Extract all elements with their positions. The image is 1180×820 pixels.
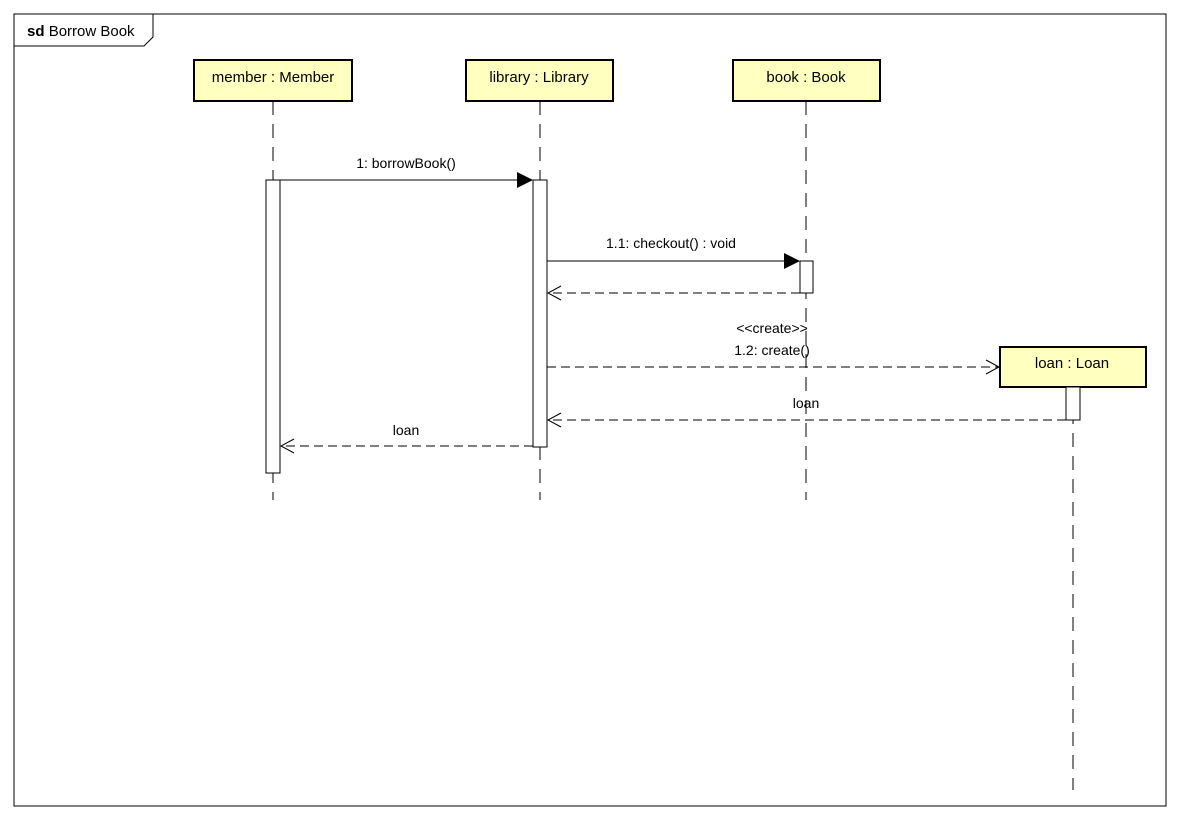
message-checkout[interactable]: 1.1: checkout() : void <box>547 235 800 269</box>
message-create-label: 1.2: create() <box>734 342 809 358</box>
frame-title: sd Borrow Book <box>27 23 135 40</box>
frame-title-tab <box>14 14 154 47</box>
lifeline-loan[interactable]: loan : Loan <box>999 346 1147 790</box>
message-checkout-reply[interactable] <box>546 285 800 301</box>
message-checkout-label: 1.1: checkout() : void <box>606 235 736 251</box>
message-create-reply-label: loan <box>793 395 819 411</box>
lifeline-loan-label: loan : Loan <box>1035 355 1109 372</box>
open-arrow-head-icon <box>546 412 562 428</box>
message-create-stereotype: <<create>> <box>736 320 808 336</box>
frame-border <box>13 13 1167 807</box>
lifeline-book[interactable]: book : Book <box>732 59 881 500</box>
lifeline-library-head[interactable] <box>465 59 614 102</box>
message-create-reply[interactable]: loan <box>546 395 1066 428</box>
lifeline-library-label: library : Library <box>489 69 589 86</box>
lifeline-member-head[interactable] <box>193 59 353 102</box>
activation-member[interactable] <box>265 179 281 474</box>
activation-book[interactable] <box>799 260 814 294</box>
message-borrow-book-label: 1: borrowBook() <box>356 155 456 171</box>
activation-loan[interactable] <box>1065 386 1081 421</box>
open-arrow-head-icon <box>546 285 562 301</box>
frame-name: Borrow Book <box>49 23 135 40</box>
frame-keyword: sd <box>27 23 45 40</box>
message-borrow-book-reply-label: loan <box>393 422 419 438</box>
lifeline-loan-head[interactable] <box>999 346 1147 388</box>
lifeline-member[interactable]: member : Member <box>193 59 353 500</box>
open-arrow-head-icon <box>985 359 1001 375</box>
lifeline-member-label: member : Member <box>212 69 335 86</box>
filled-arrow-head-icon <box>517 172 533 188</box>
lifeline-library[interactable]: library : Library <box>465 59 614 500</box>
activation-library[interactable] <box>532 179 548 448</box>
lifeline-book-label: book : Book <box>766 69 846 86</box>
open-arrow-head-icon <box>279 438 295 454</box>
message-create[interactable]: <<create>> 1.2: create() <box>547 320 1001 375</box>
diagram-frame: sd Borrow Book <box>13 13 1167 807</box>
message-borrow-book-reply[interactable]: loan <box>279 422 533 454</box>
message-borrow-book[interactable]: 1: borrowBook() <box>280 155 533 188</box>
lifeline-book-head[interactable] <box>732 59 881 102</box>
filled-arrow-head-icon <box>784 253 800 269</box>
